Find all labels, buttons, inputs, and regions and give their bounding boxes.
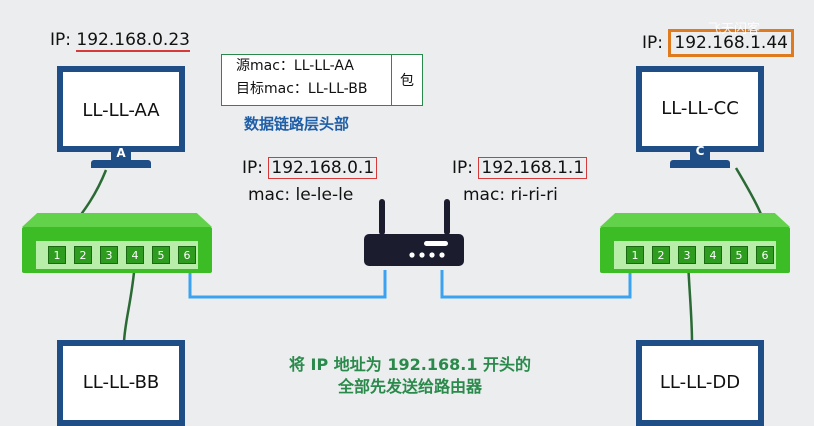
host-cc-ip: 192.168.1.44 [668,29,794,57]
host-aa-badge: A [116,146,126,160]
host-cc-badge: C [695,144,705,158]
src-mac-row: 源mac：LL-LL-AA [236,55,391,78]
monitor-stand [111,152,131,160]
router-right-ip: 192.168.1.1 [478,157,588,179]
dst-mac-value: LL-LL-BB [307,81,368,97]
computer-bb: LL-LL-BB [57,340,185,426]
dst-mac-row: 目标mac：LL-LL-BB [236,78,391,101]
header-rows: 源mac：LL-LL-AA 目标mac：LL-LL-BB [222,55,392,105]
switch-port: 3 [678,246,696,264]
switch-right: 1 2 3 4 5 6 [600,213,790,273]
monitor-screen: LL-LL-CC [636,66,764,152]
bottom-caption-line2: 全部先发送给路由器 [337,377,482,396]
monitor-stand [690,152,710,160]
computer-dd: LL-LL-DD [636,340,764,426]
monitor-screen: LL-LL-AA [57,66,185,152]
monitor-screen: LL-LL-DD [636,340,764,426]
mac-label: mac: [463,185,506,205]
host-aa-ip: 192.168.0.23 [76,30,190,52]
bottom-caption: 将 IP 地址为 192.168.1 开头的 全部先发送给路由器 [250,354,570,398]
switch-port: 2 [74,246,92,264]
header-caption: 数据链路层头部 [244,115,350,133]
cable-bb-switch [122,261,137,343]
cable-left-router [188,262,387,299]
router-left-ip-line: IP: 192.168.0.1 [242,157,378,179]
switch-port: 2 [652,246,670,264]
switch-port: 1 [48,246,66,264]
host-cc-ip-line: IP: 192.168.1.44 [642,29,794,57]
switch-port-panel: 1 2 3 4 5 6 [36,241,198,269]
router-right-ip-line: IP: 192.168.1.1 [452,157,588,179]
switch-port: 5 [730,246,748,264]
monitor-base [91,160,151,168]
monitor-screen: LL-LL-BB [57,340,185,426]
host-bb-name: LL-LL-BB [82,372,160,393]
router-left-mac: le-le-le [295,185,354,205]
src-mac-value: LL-LL-AA [293,58,354,74]
host-aa-name: LL-LL-AA [82,100,160,121]
router-icon [364,199,464,266]
switch-top [600,213,790,227]
ip-label: IP: [452,158,473,178]
datalink-header-box: 源mac：LL-LL-AA 目标mac：LL-LL-BB 包 [221,54,423,106]
bottom-caption-line1: 将 IP 地址为 192.168.1 开头的 [288,355,532,374]
watermark: 飞天闪客 [708,22,761,37]
switch-port: 6 [178,246,196,264]
switch-left: 1 2 3 4 5 6 [22,213,212,273]
host-aa-ip-line: IP: 192.168.0.23 [50,30,190,52]
computer-aa: LL-LL-AA A [57,66,185,172]
monitor-base [670,160,730,168]
ip-label: IP: [642,33,663,53]
host-dd-name: LL-LL-DD [659,372,741,393]
switch-port: 5 [152,246,170,264]
switch-port: 1 [626,246,644,264]
router-right-mac-line: mac: ri-ri-ri [463,185,558,205]
src-mac-label: 源mac： [236,58,294,74]
cable-dd-switch [686,261,694,343]
switch-port-panel: 1 2 3 4 5 6 [614,241,776,269]
switch-port: 4 [704,246,722,264]
router-left-mac-line: mac: le-le-le [248,185,353,205]
switch-port: 3 [100,246,118,264]
ip-label: IP: [50,30,71,50]
cable-right-router [440,262,632,299]
host-cc-name: LL-LL-CC [661,98,739,119]
dst-mac-label: 目标mac： [236,81,308,97]
packet-cell: 包 [400,73,414,89]
mac-label: mac: [248,185,291,205]
switch-top [22,213,212,227]
switch-body: 1 2 3 4 5 6 [22,227,212,273]
switch-body: 1 2 3 4 5 6 [600,227,790,273]
router-left-ip: 192.168.0.1 [268,157,378,179]
computer-cc: LL-LL-CC C [636,66,764,172]
switch-port: 4 [126,246,144,264]
ip-label: IP: [242,158,263,178]
switch-port: 6 [756,246,774,264]
router-right-mac: ri-ri-ri [510,185,558,205]
